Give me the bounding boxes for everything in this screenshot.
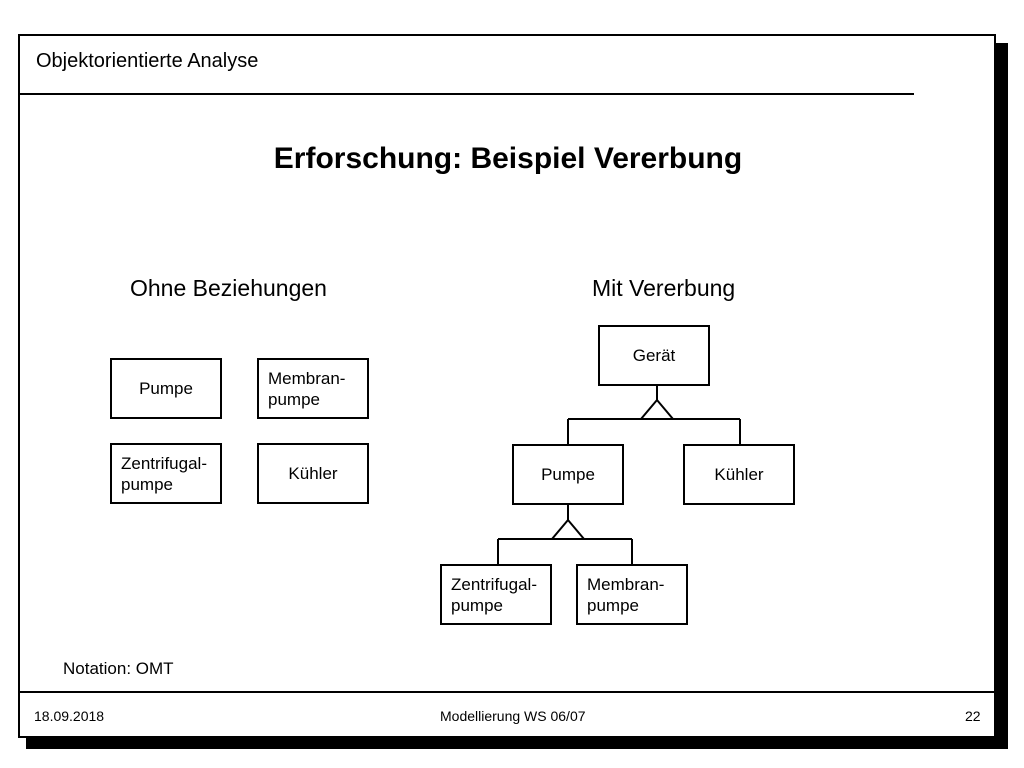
box-kuehler-right: Kühler — [683, 444, 795, 505]
box-geraet: Gerät — [598, 325, 710, 386]
box-label: Pumpe — [139, 379, 193, 398]
footer-course: Modellierung WS 06/07 — [440, 708, 586, 724]
box-zentrifugalpumpe-left: Zentrifugal- pumpe — [110, 443, 222, 504]
inheritance-triangle-pumpe — [549, 518, 587, 540]
inheritance-triangle-root — [638, 398, 676, 420]
box-label: Membran- pumpe — [268, 368, 346, 409]
header-divider — [20, 93, 914, 95]
slide-title: Erforschung: Beispiel Vererbung — [273, 142, 743, 175]
box-label: Kühler — [714, 465, 764, 484]
box-label: Membran- pumpe — [587, 574, 665, 615]
inheritance-connectors — [497, 386, 741, 565]
box-membranpumpe-left: Membran- pumpe — [257, 358, 369, 419]
footer-page-number: 22 — [965, 708, 981, 724]
box-label: Gerät — [632, 346, 676, 365]
box-zentrifugalpumpe-right: Zentrifugal- pumpe — [440, 564, 552, 625]
section-heading-right: Mit Vererbung — [592, 275, 736, 301]
box-label: Zentrifugal- pumpe — [451, 574, 537, 615]
header-title: Objektorientierte Analyse — [36, 50, 259, 72]
footer-date: 18.09.2018 — [34, 708, 105, 724]
box-pumpe-left: Pumpe — [110, 358, 222, 419]
box-pumpe-right: Pumpe — [512, 444, 624, 505]
notation-text: Notation: OMT — [63, 659, 174, 678]
box-kuehler-left: Kühler — [257, 443, 369, 504]
box-label: Zentrifugal- pumpe — [121, 453, 207, 494]
box-label: Kühler — [288, 464, 338, 483]
slide: Objektorientierte Analyse Erforschung: B… — [18, 34, 996, 738]
footer-divider — [20, 691, 996, 693]
box-label: Pumpe — [541, 465, 595, 484]
section-heading-left: Ohne Beziehungen — [130, 275, 327, 301]
box-membranpumpe-right: Membran- pumpe — [576, 564, 688, 625]
